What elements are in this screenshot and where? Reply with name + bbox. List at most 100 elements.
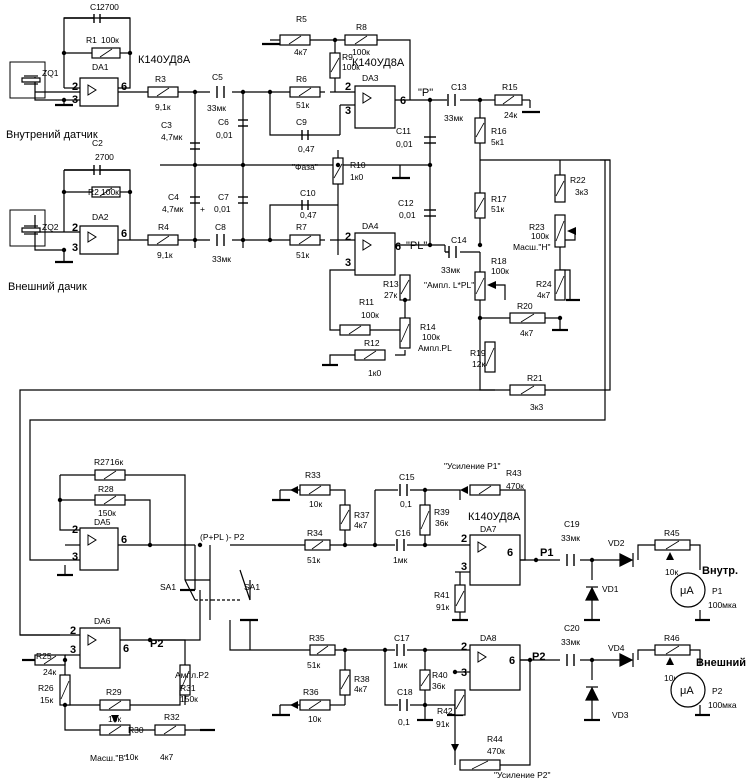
capacitor-c2-ref: C2 [92, 138, 103, 148]
resistor-r37-value: 4к7 [354, 520, 367, 530]
node-label-p: "P" [418, 87, 433, 99]
opamp-da1: DA1 2 3 6 [72, 62, 127, 107]
capacitor-c15-value: 0,1 [400, 499, 412, 509]
resistor-r43-value: 470к [506, 481, 524, 491]
resistor-r15-value: 24к [504, 110, 517, 120]
resistor-r9-ref: R9 [342, 52, 353, 62]
opamp-da2-pin-in: 2 [72, 222, 78, 234]
resistor-r33-ref: R33 [305, 470, 321, 480]
resistor-r21-value: 3к3 [530, 402, 543, 412]
resistor-r27: R27 16к [94, 457, 126, 481]
opamp-da4-pin-in: 2 [345, 231, 351, 243]
resistor-r6: R6 51к [289, 74, 321, 110]
capacitor-c5-ref: C5 [212, 72, 223, 82]
resistor-r16: R16 5к1 [474, 117, 507, 147]
opamp-da6-pin-gnd: 3 [70, 644, 76, 656]
resistor-r29-ref: R29 [106, 687, 122, 697]
opamp-da3-pin-gnd: 3 [345, 105, 351, 117]
switch-sa1-left: SA1 [160, 579, 212, 601]
opamp-da5-pin-gnd: 3 [72, 551, 78, 563]
resistor-r2: R2 100к [88, 186, 121, 198]
resistor-r18-value: 100к [491, 266, 509, 276]
chip-label-1: К140УД8А [138, 54, 191, 66]
capacitor-c1: C1 2700 [64, 2, 130, 23]
resistor-r12-ref: R12 [364, 338, 380, 348]
resistor-r1: R1 100к [86, 35, 121, 59]
resistor-r15-ref: R15 [502, 82, 518, 92]
meter-p1-value: 100мка [708, 600, 737, 610]
resistor-r24: R24 4к7 [536, 269, 566, 301]
capacitor-c8-value: 33мк [212, 254, 231, 264]
diode-vd4: VD4 [608, 643, 634, 667]
meter-p2-caption: Внешний [696, 657, 746, 669]
capacitor-c18-ref: C18 [397, 687, 413, 697]
opamp-da1-ref: DA1 [92, 62, 109, 72]
resistor-r38-ref: R38 [354, 674, 370, 684]
opamp-da7-pin-gnd: 3 [461, 561, 467, 573]
resistor-r18: R18 100к [474, 256, 509, 301]
capacitor-c14-ref: C14 [451, 235, 467, 245]
node-label-ampl-pl: Ампл.PL [418, 343, 452, 353]
resistor-r17-value: 51к [491, 204, 504, 214]
capacitor-c6-ref: C6 [218, 117, 229, 127]
resistor-r30-value: 10к [125, 752, 138, 762]
sensor-zq1-ref: ZQ1 [42, 68, 59, 78]
opamp-da3: DA3 2 3 6 [345, 73, 406, 129]
resistor-r33: R33 10к [290, 470, 331, 509]
capacitor-c5: C5 33мк [207, 72, 226, 113]
resistor-r26-ref: R26 [38, 683, 54, 693]
resistor-r44-ref: R44 [487, 734, 503, 744]
opamp-da7-pin-out: 6 [507, 547, 513, 559]
resistor-r23-ref: R23 [529, 222, 545, 232]
resistor-r11-value: 100к [361, 310, 379, 320]
resistor-r23: R23 100к [529, 214, 576, 248]
node-label-gain-p1: "Усиление P1" [444, 461, 500, 471]
capacitor-c1-value: 2700 [100, 2, 119, 12]
opamp-da2: DA2 2 3 6 [72, 212, 127, 255]
resistor-r26-value: 15к [40, 695, 53, 705]
opamp-da8-ref: DA8 [480, 633, 497, 643]
opamp-da8-pin-out: 6 [509, 655, 515, 667]
node-label-pl: "PL" [406, 240, 427, 252]
resistor-r41-ref: R41 [434, 590, 450, 600]
capacitor-c17-ref: C17 [394, 633, 410, 643]
resistor-r37: R37 4к7 [339, 504, 370, 531]
resistor-r40-ref: R40 [432, 670, 448, 680]
capacitor-c4: C4 4,7мк + [162, 192, 205, 214]
opamp-da2-ref: DA2 [92, 212, 109, 222]
resistor-r1-ref: R1 [86, 35, 97, 45]
resistor-r31-ref: R31 [180, 683, 196, 693]
resistor-r6-ref: R6 [296, 74, 307, 84]
resistor-r8-ref: R8 [356, 22, 367, 32]
meter-p1: μA P1 100мка Внутр. [670, 565, 738, 610]
opamp-da1-pin-gnd: 3 [72, 94, 78, 106]
resistor-r13-value: 27к [384, 290, 397, 300]
capacitor-c4-value: 4,7мк [162, 204, 184, 214]
resistor-r36-value: 10к [308, 714, 321, 724]
capacitor-c8-ref: C8 [215, 222, 226, 232]
opamp-da1-pin-in: 2 [72, 81, 78, 93]
resistor-r43-ref: R43 [506, 468, 522, 478]
meter-p1-symbol: μA [680, 585, 694, 597]
resistor-r12: R12 1к0 [354, 338, 386, 378]
node-label-ampl-p2: Ампл.P2 [175, 670, 209, 680]
resistor-r27-value: 16к [110, 457, 123, 467]
resistor-r2-value: 100к [101, 187, 119, 197]
resistor-r15: R15 24к [494, 82, 523, 120]
resistor-r20-value: 4к7 [520, 328, 533, 338]
diode-vd1: VD1 [585, 584, 619, 601]
resistor-r25: R25 24к [34, 651, 66, 677]
opamp-da5: DA5 2 3 6 [72, 517, 127, 571]
node-labels: "P" "PL" "Фаза" "Ампл. L*PL" Масш."Н" Ам… [90, 87, 553, 780]
resistor-r43: R43 470к [460, 468, 524, 496]
capacitor-c14-value: 33мк [441, 265, 460, 275]
resistor-r32-value: 4к7 [160, 752, 173, 762]
capacitor-c7-ref: C7 [218, 192, 229, 202]
node-label-masht-v: Масш."В" [90, 753, 127, 763]
capacitor-c11-value: 0,01 [396, 139, 413, 149]
sensor-zq1: ZQ1 Внутрений датчик [6, 61, 98, 141]
resistor-r37-ref: R37 [354, 510, 370, 520]
resistor-r31: R31 150к [179, 664, 198, 704]
resistor-r25-ref: R25 [36, 651, 52, 661]
node-label-p2-a: P2 [150, 638, 163, 650]
